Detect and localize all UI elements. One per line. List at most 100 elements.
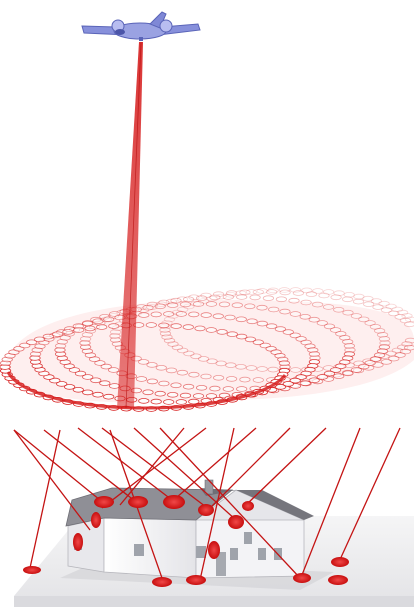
return-point bbox=[186, 575, 206, 585]
scan-point bbox=[344, 292, 354, 297]
scan-point bbox=[253, 290, 263, 295]
scan-point bbox=[183, 297, 193, 302]
scan-point bbox=[166, 368, 176, 373]
scan-point bbox=[247, 319, 257, 324]
scan-point bbox=[196, 296, 206, 301]
scan-point bbox=[159, 381, 169, 386]
scan-point bbox=[213, 314, 223, 319]
scan-point bbox=[309, 352, 319, 357]
scan-point bbox=[109, 324, 119, 329]
scan-point bbox=[257, 321, 267, 326]
scan-point bbox=[171, 324, 181, 329]
return-point bbox=[152, 577, 172, 587]
scan-point bbox=[269, 307, 279, 312]
scan-point bbox=[253, 378, 263, 383]
return-point bbox=[328, 575, 348, 585]
scan-point bbox=[306, 292, 316, 297]
scan-point bbox=[156, 365, 166, 370]
scan-point bbox=[74, 328, 84, 333]
scan-point bbox=[364, 302, 374, 307]
scan-point bbox=[177, 370, 187, 375]
return-point bbox=[163, 495, 185, 509]
scan-point bbox=[223, 295, 233, 300]
scan-point bbox=[176, 400, 186, 405]
scan-swath bbox=[0, 288, 414, 412]
scan-point bbox=[232, 303, 242, 308]
scan-point bbox=[171, 298, 181, 303]
return-point bbox=[128, 496, 148, 508]
scan-point bbox=[139, 313, 149, 318]
scan-point bbox=[168, 392, 178, 397]
scan-point bbox=[85, 326, 95, 331]
scan-point bbox=[143, 305, 153, 310]
scan-point bbox=[53, 332, 63, 337]
scan-point bbox=[237, 295, 247, 300]
scan-point bbox=[210, 386, 220, 391]
scan-point bbox=[183, 384, 193, 389]
scan-point bbox=[290, 368, 300, 373]
scan-point bbox=[97, 325, 107, 330]
scan-point bbox=[309, 378, 319, 383]
scan-point bbox=[195, 326, 205, 331]
scan-point bbox=[104, 394, 114, 399]
scan-point bbox=[236, 364, 246, 369]
scan-point bbox=[183, 325, 193, 330]
scan-point bbox=[226, 377, 236, 382]
scan-point bbox=[93, 319, 103, 324]
scan-point bbox=[223, 387, 233, 392]
scan-point bbox=[155, 391, 165, 396]
scan-point bbox=[180, 393, 190, 398]
scan-point bbox=[237, 387, 247, 392]
scan-point bbox=[263, 296, 273, 301]
scan-point bbox=[83, 321, 93, 326]
scan-point bbox=[227, 332, 237, 337]
scan-point bbox=[43, 334, 53, 339]
scan-point bbox=[344, 344, 354, 349]
scan-point bbox=[257, 305, 267, 310]
return-point bbox=[293, 573, 311, 583]
scan-point bbox=[146, 323, 156, 328]
scan-point bbox=[276, 297, 286, 302]
scan-point bbox=[300, 381, 310, 386]
scan-point bbox=[206, 328, 216, 333]
scan-point bbox=[159, 323, 169, 328]
scan-point bbox=[63, 330, 73, 335]
scan-point bbox=[168, 303, 178, 308]
scan-point bbox=[290, 312, 300, 317]
laser-ray bbox=[14, 430, 90, 530]
scan-point bbox=[104, 317, 114, 322]
scan-point bbox=[280, 290, 290, 295]
return-point bbox=[73, 533, 83, 551]
scan-point bbox=[189, 372, 199, 377]
return-point bbox=[208, 541, 220, 559]
scan-point bbox=[342, 297, 352, 302]
scan-point bbox=[257, 367, 267, 372]
scan-point bbox=[279, 361, 289, 366]
scan-point bbox=[136, 377, 146, 382]
scan-point bbox=[83, 390, 93, 395]
scan-point bbox=[240, 290, 250, 295]
scan-point bbox=[268, 367, 278, 372]
scan-point bbox=[213, 375, 223, 380]
scan-point bbox=[139, 399, 149, 404]
scan-point bbox=[236, 317, 246, 322]
scan-point bbox=[193, 394, 203, 399]
scan-point bbox=[300, 314, 310, 319]
scan-point bbox=[164, 400, 174, 405]
scan-point bbox=[331, 295, 341, 300]
return-point bbox=[242, 501, 254, 511]
scan-point bbox=[210, 295, 220, 300]
scan-point bbox=[155, 304, 165, 309]
scan-point bbox=[201, 313, 211, 318]
return-point bbox=[198, 504, 214, 516]
scan-point bbox=[151, 399, 161, 404]
scan-point bbox=[93, 392, 103, 397]
return-point bbox=[331, 557, 349, 567]
scan-point bbox=[323, 305, 333, 310]
plane-icon bbox=[82, 12, 200, 41]
return-point bbox=[91, 512, 101, 528]
return-point bbox=[228, 515, 244, 529]
scan-point bbox=[189, 312, 199, 317]
